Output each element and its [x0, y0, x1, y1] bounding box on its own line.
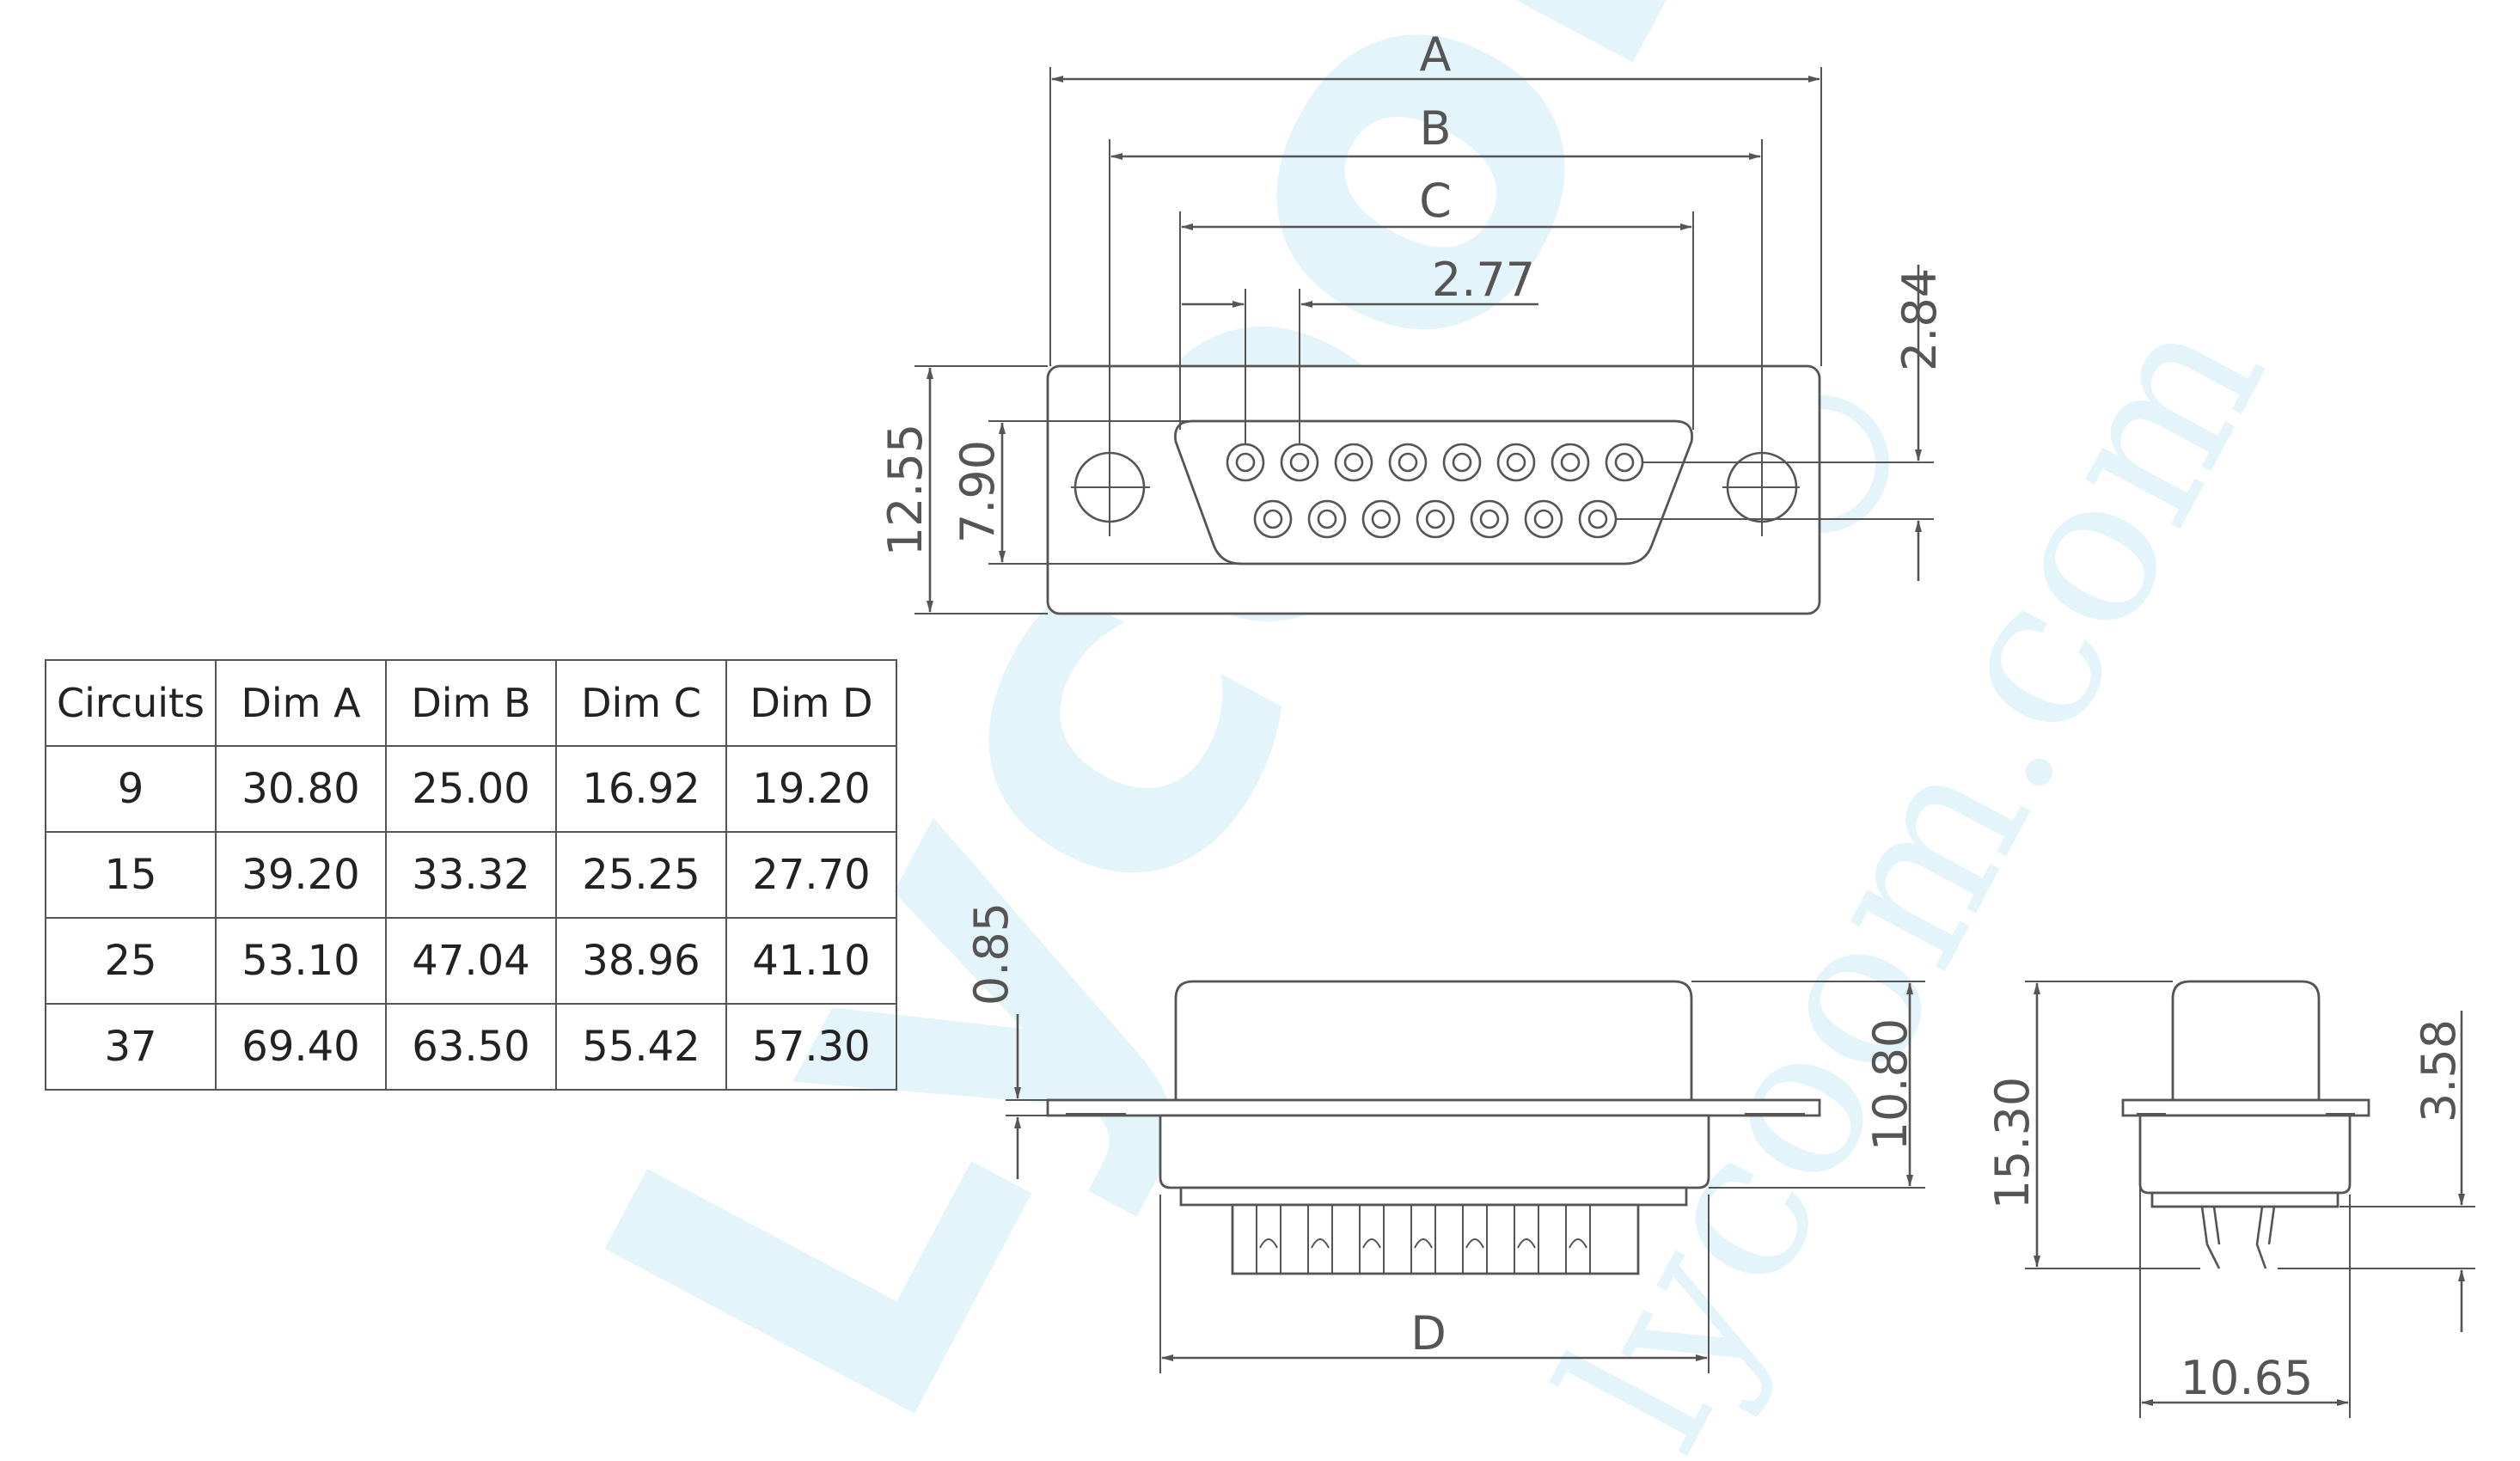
table-row: 37 69.40 63.50 55.42 57.30	[45, 1003, 897, 1091]
dim-overall-height-label: 15.30	[1985, 1077, 2040, 1210]
dim-row-spacing-label: 2.84	[1893, 268, 1947, 371]
dim-b-label: B	[1419, 101, 1451, 156]
side-pins	[1231, 1203, 1640, 1275]
table-cell: 19.20	[725, 745, 897, 833]
end-pins	[2200, 1206, 2276, 1269]
dimension-c: C	[1179, 174, 1694, 430]
table-cell: 33.32	[385, 831, 557, 919]
end-shell	[2171, 980, 2321, 1103]
dimension-flange-thickness: 0.85	[964, 902, 1048, 1179]
dimension-side-width: 10.65	[2139, 1126, 2351, 1418]
table-cell: 53.10	[215, 917, 387, 1005]
end-lower-body	[2138, 1114, 2352, 1195]
dim-side-width-label: 10.65	[2181, 1351, 2314, 1405]
table-cell: 55.42	[555, 1003, 727, 1091]
table-row: 15 39.20 33.32 25.25 27.70	[45, 831, 897, 919]
end-view: 15.30 3.58 10.65	[1985, 980, 2475, 1418]
table-cell: 69.40	[215, 1003, 387, 1091]
table-cell: 37	[45, 1003, 217, 1091]
table-cell: 25.25	[555, 831, 727, 919]
table-row: 25 53.10 47.04 38.96 41.10	[45, 917, 897, 1005]
table-header-cell: Dim C	[555, 659, 727, 747]
side-insert	[1179, 1186, 1688, 1207]
pins-top-row	[1226, 443, 1644, 482]
dim-shell-depth-label: 10.80	[1863, 1018, 1918, 1152]
dim-d-label: D	[1410, 1306, 1447, 1360]
table-cell: 57.30	[725, 1003, 897, 1091]
side-shell	[1174, 980, 1693, 1103]
front-d-shell	[1174, 419, 1693, 565]
dimension-pitch: 2.77	[1182, 253, 1538, 443]
table-cell: 25	[45, 917, 217, 1005]
dimension-shell-depth: 10.80	[1691, 981, 1925, 1189]
dimension-flange-height: 12.55	[878, 365, 1048, 614]
dim-a-label: A	[1420, 28, 1452, 82]
dimension-table: Circuits Dim A Dim B Dim C Dim D 9 30.80…	[45, 659, 897, 1091]
table-cell: 39.20	[215, 831, 387, 919]
table-cell: 25.00	[385, 745, 557, 833]
dim-flange-thickness-label: 0.85	[964, 902, 1018, 1006]
dim-pin-length-label: 3.58	[2412, 1019, 2466, 1122]
mounting-hole-left	[1071, 438, 1150, 536]
table-cell: 16.92	[555, 745, 727, 833]
dimension-shell-height: 7.90	[951, 420, 1241, 565]
table-header-cell: Dim A	[215, 659, 387, 747]
dim-flange-height-label: 12.55	[878, 424, 933, 557]
mounting-hole-right	[1722, 421, 1800, 536]
table-cell: 47.04	[385, 917, 557, 1005]
table-cell: 63.50	[385, 1003, 557, 1091]
side-lower-body	[1159, 1114, 1710, 1189]
side-flange	[1046, 1098, 1821, 1117]
dimension-row-spacing: 2.84	[1616, 265, 1947, 581]
dimension-overall-height: 15.30	[1985, 981, 2200, 1269]
table-cell: 9	[45, 745, 217, 833]
table-cell: 30.80	[215, 745, 387, 833]
table-cell: 41.10	[725, 917, 897, 1005]
table-header-cell: Dim B	[385, 659, 557, 747]
dimension-a: A	[1049, 28, 1822, 366]
table-header-row: Circuits Dim A Dim B Dim C Dim D	[45, 659, 897, 747]
table-cell: 27.70	[725, 831, 897, 919]
table-header-cell: Circuits	[45, 659, 217, 747]
side-view: 0.85 10.80 D	[964, 902, 1925, 1373]
table-row: 9 30.80 25.00 16.92 19.20	[45, 745, 897, 833]
table-cell: 15	[45, 831, 217, 919]
dim-shell-height-label: 7.90	[951, 440, 1005, 543]
table-header-cell: Dim D	[725, 659, 897, 747]
dim-pitch-label: 2.77	[1432, 253, 1535, 307]
dimension-pin-length: 3.58	[2278, 1011, 2475, 1332]
front-view: A B C 2.77 2.84	[878, 28, 1947, 615]
table-cell: 38.96	[555, 917, 727, 1005]
dim-c-label: C	[1419, 174, 1452, 228]
dimension-d: D	[1159, 1195, 1710, 1373]
dimension-b: B	[1109, 101, 1763, 438]
